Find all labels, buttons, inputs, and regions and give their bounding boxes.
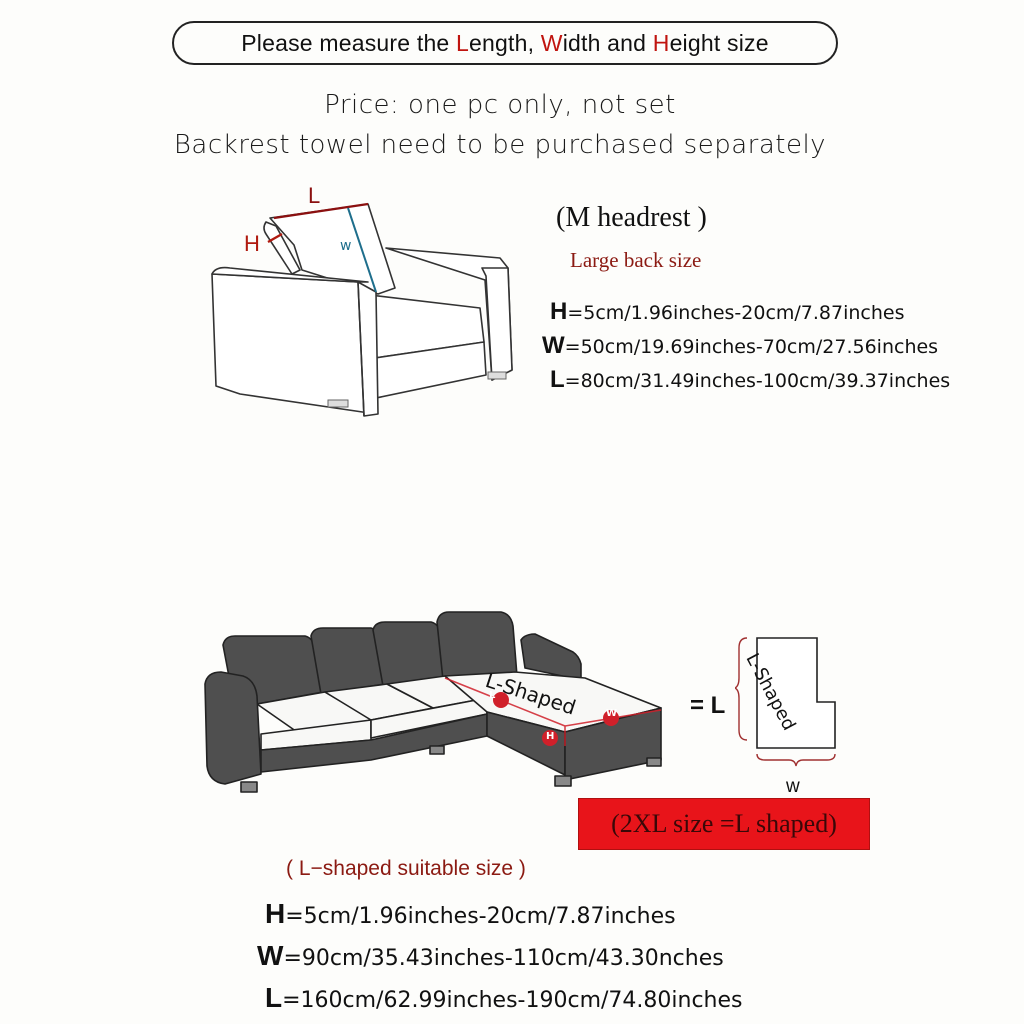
l-shaped-spec-h: H=5cm/1.96inches-20cm/7.87inches [265,898,676,930]
banner-text-2: ength, [469,29,541,56]
spec-key-w: W [542,332,565,359]
headrest-title: (M headrest ) [556,202,707,233]
w-marker-label: W [606,708,618,719]
spec-key-h: H [550,298,568,325]
size-badge: (2XL size =L shaped) [578,798,870,850]
h-marker [542,730,558,746]
spec-key-w: W [257,940,284,971]
armchair-width-label: w [340,238,352,254]
headrest-subtitle: Large back size [570,248,702,272]
spec-value: =90cm/35.43inches-110cm/43.30nches [283,946,724,971]
equals-l-label: = L [690,692,726,719]
length-measure-line [273,202,369,220]
spec-value: =5cm/1.96inches-20cm/7.87inches [285,904,676,929]
l-marker-label: L [489,690,496,701]
armchair-diagram [211,202,513,417]
l-shaped-title: ( L−shaped suitable size ) [286,857,526,880]
l-shaped-sofa-diagram [204,611,662,793]
l-marker [493,692,509,708]
backrest-note: Backrest towel need to be purchased sepa… [173,130,827,160]
spec-key-l: L [265,982,283,1013]
width-brace [756,753,836,767]
banner-text-1: Please measure the [241,29,457,56]
banner-accent-h: H [652,29,670,56]
spec-key-l: L [550,366,565,393]
l-shaped-spec-w: W=90cm/35.43inches-110cm/43.30nches [257,940,724,972]
l-shaped-spec-l: L=160cm/62.99inches-190cm/74.80inches [265,982,743,1014]
spec-value: =160cm/62.99inches-190cm/74.80inches [282,988,743,1013]
spec-value: =5cm/1.96inches-20cm/7.87inches [567,302,905,324]
banner-text-3: idth and [562,29,653,56]
schematic-width-label: w [786,776,800,797]
h-marker-label: H [546,731,555,742]
l-shape-schematic [735,637,836,749]
w-marker [603,710,619,726]
banner-accent-l: L [456,29,470,56]
armchair-height-label: H [244,231,260,256]
spec-key-h: H [265,898,286,929]
headrest-spec-h: H=5cm/1.96inches-20cm/7.87inches [550,298,905,326]
headrest-spec-l: L=80cm/31.49inches-100cm/39.37inches [550,366,950,394]
headrest-spec-w: W=50cm/19.69inches-70cm/27.56inches [542,332,938,360]
width-measure-line [347,207,377,293]
banner-accent-w: W [540,29,563,56]
banner-text-4: eight size [669,29,769,56]
price-note: Price: one pc only, not set [324,90,676,120]
height-measure-line [267,232,283,244]
length-brace [735,637,748,741]
spec-value: =80cm/31.49inches-100cm/39.37inches [564,370,951,392]
armchair-length-label: L [308,183,321,208]
spec-value: =50cm/19.69inches-70cm/27.56inches [564,336,939,358]
